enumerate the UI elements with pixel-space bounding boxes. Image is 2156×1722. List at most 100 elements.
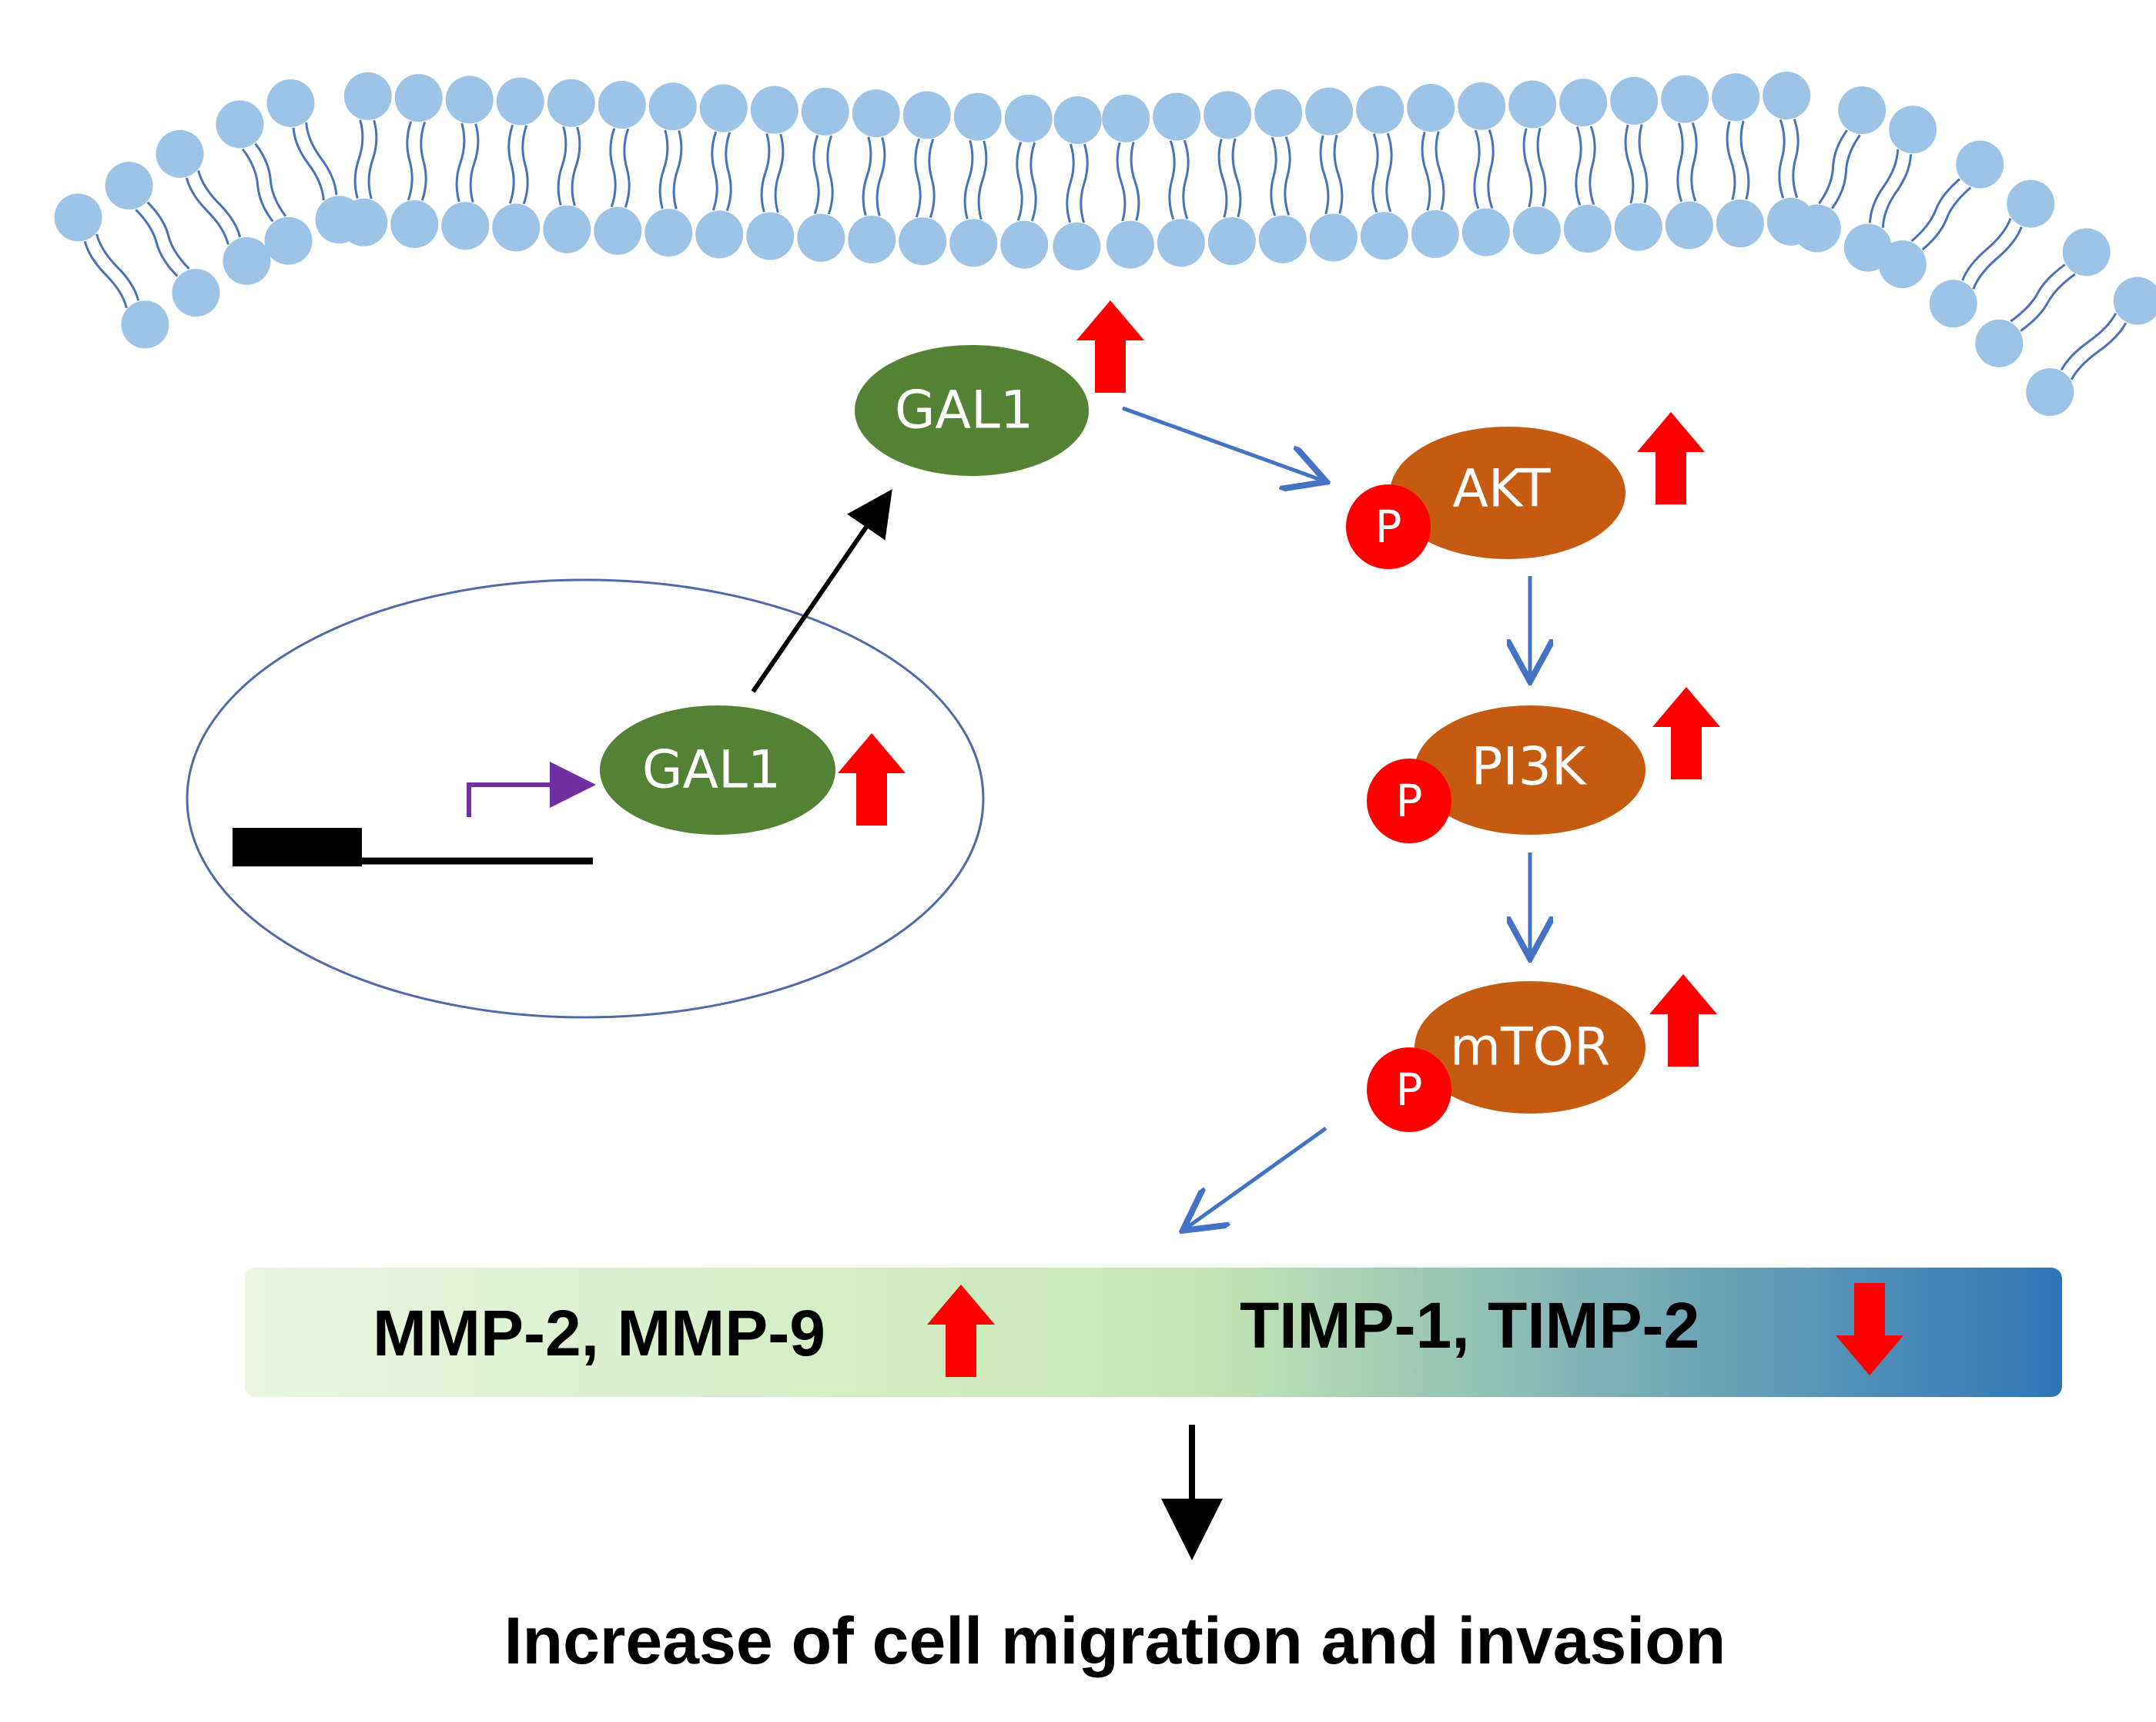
lipid-tail	[1080, 143, 1089, 223]
lipid-tail	[1522, 128, 1533, 208]
lipid-tail	[1066, 143, 1075, 223]
lipid-tail	[928, 139, 936, 219]
mtor-phospho-badge: P	[1367, 1047, 1451, 1132]
lipid-head-outer	[1053, 95, 1102, 144]
lipid-tail	[1130, 142, 1140, 221]
lipid-tail	[95, 233, 140, 301]
lipid-head-inner	[340, 198, 388, 246]
lipid-tail	[521, 125, 529, 205]
lipid-tail	[1792, 119, 1799, 199]
lipid-tail	[1690, 122, 1698, 202]
lipid-tail	[1421, 131, 1431, 211]
lipid-tail	[1435, 131, 1445, 211]
lipid-head-outer	[801, 87, 849, 136]
lipid-head-outer	[1102, 94, 1150, 142]
lipid-head-outer	[1305, 87, 1354, 136]
lipid-head-inner	[1716, 199, 1764, 248]
lipid-head-inner	[1053, 222, 1101, 270]
lipid-tail	[1739, 120, 1750, 200]
lipid-tail	[1831, 134, 1861, 209]
lipid-tail	[963, 139, 974, 219]
lipid-tail	[1778, 119, 1786, 199]
lipid-head-outer	[2113, 276, 2156, 325]
gene-promoter-block	[233, 828, 362, 866]
lipid-tail	[1921, 186, 1972, 251]
lipid-head-outer	[1763, 71, 1811, 119]
pi3k-phospho-label: P	[1396, 775, 1423, 827]
lipid-head-inner	[390, 200, 439, 249]
arrow-gal1-to-akt	[1122, 406, 1323, 481]
lipid-head-outer	[547, 79, 595, 127]
mmp-label: MMP-2, MMP-9	[373, 1297, 825, 1369]
lipid-head-outer	[1458, 82, 1506, 130]
lipid-head-inner	[1878, 240, 1927, 289]
lipid-tail	[2020, 273, 2076, 332]
lipid-head-inner	[1000, 220, 1049, 269]
lipid-head-inner	[492, 203, 541, 252]
lipid-head-inner	[1309, 213, 1358, 262]
lipid-tail	[469, 123, 480, 203]
lipid-tail	[623, 128, 631, 208]
lipid-tail	[1284, 136, 1291, 216]
lipid-head-outer	[1889, 106, 1937, 154]
lipid-head-inner	[1929, 280, 1977, 328]
arrow-mtor-to-effectors	[1186, 1126, 1327, 1228]
lipid-head-outer	[216, 100, 264, 149]
lipid-head-outer	[496, 77, 544, 126]
lipid-head-outer	[445, 75, 494, 124]
pi3k-node: PI3K	[1414, 705, 1645, 835]
lipid-head-inner	[949, 219, 998, 267]
transcription-start-arrow	[467, 762, 596, 817]
lipid-tail	[1168, 140, 1176, 220]
lipid-tail	[406, 121, 413, 201]
lipid-tail	[353, 119, 364, 199]
lipid-tail	[1231, 138, 1242, 218]
lipid-head-outer	[2062, 228, 2111, 276]
lipid-tail	[305, 122, 338, 196]
lipid-tail	[197, 169, 242, 238]
lipid-head-inner	[264, 216, 313, 265]
lipid-tail	[1881, 154, 1913, 228]
akt-label: AKT	[1452, 459, 1551, 520]
lipid-head-inner	[2026, 368, 2074, 417]
lipid-tail	[1182, 139, 1190, 219]
lipid-head-outer	[156, 129, 204, 178]
lipid-head-outer	[648, 82, 697, 131]
lipid-head-inner	[1461, 208, 1510, 256]
lipid-head-outer	[54, 193, 102, 242]
lipid-head-inner	[594, 206, 642, 255]
lipid-tail	[1818, 129, 1848, 205]
arrow-gal1-export	[751, 489, 892, 693]
lipid-head-outer	[852, 89, 900, 138]
lipid-tail	[241, 148, 274, 223]
lipid-tail	[1385, 132, 1393, 213]
lipid-tail	[1333, 134, 1344, 214]
lipid-tail	[135, 209, 179, 277]
lipid-tail	[367, 119, 378, 199]
lipid-head-outer	[1712, 73, 1760, 122]
lipid-head-outer	[1004, 94, 1053, 142]
gal1-nucleus-node: GAL1	[600, 705, 835, 835]
lipid-head-outer	[1559, 79, 1608, 127]
lipid-head-outer	[2007, 179, 2055, 228]
gal1-cytoplasm-up-arrow	[1076, 300, 1144, 393]
lipid-head-outer	[343, 72, 392, 120]
lipid-tail	[2060, 313, 2118, 371]
gal1-cytoplasm-node: GAL1	[855, 345, 1089, 476]
lipid-tail	[292, 127, 325, 201]
lipid-tail	[914, 138, 922, 218]
lipid-tail	[609, 128, 617, 208]
lipid-tail	[254, 142, 287, 217]
lipid-tail	[1473, 129, 1481, 209]
lipid-tail	[826, 135, 834, 215]
lipid-tail	[1972, 226, 2023, 290]
lipid-head-inner	[797, 213, 845, 262]
lipid-tail	[1116, 142, 1127, 222]
lipid-head-inner	[848, 216, 896, 264]
lipid-tail	[1319, 135, 1330, 215]
lipid-tail	[1536, 127, 1547, 207]
lipid-tail	[977, 140, 988, 220]
nucleus	[186, 578, 985, 1019]
lipid-tail	[1575, 126, 1582, 206]
lipid-tail	[2010, 263, 2066, 323]
